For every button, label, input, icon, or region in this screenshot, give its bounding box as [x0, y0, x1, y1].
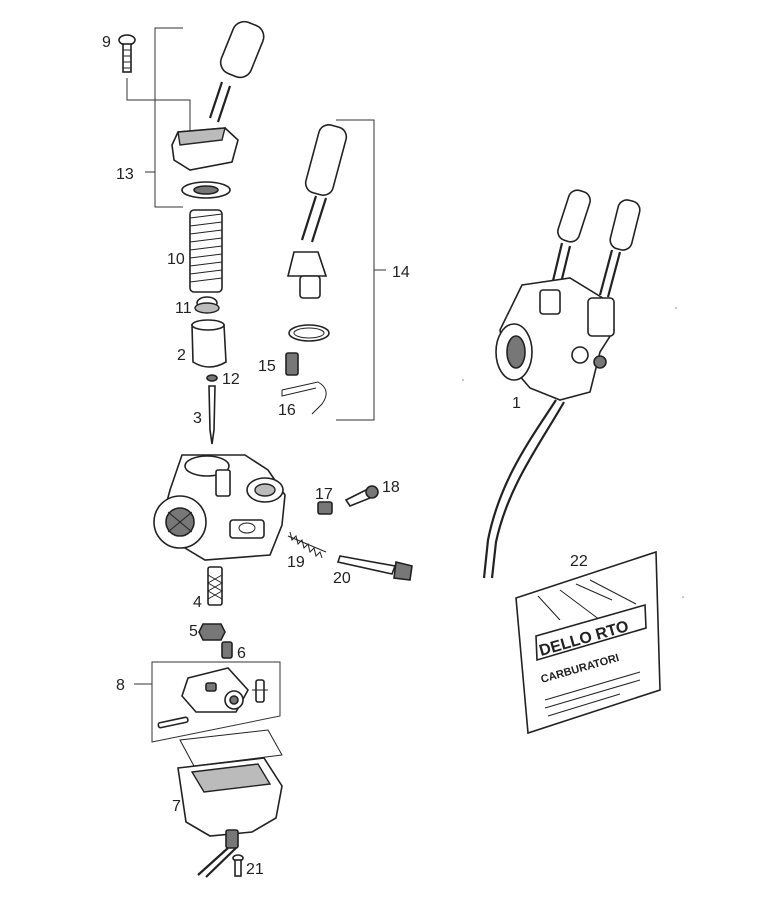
part-19-spring	[287, 531, 327, 559]
callout-13: 13	[116, 166, 134, 183]
part-15-screw	[285, 352, 299, 376]
part-10-spring	[189, 209, 223, 293]
callout-12: 12	[222, 371, 240, 388]
callout-4: 4	[193, 594, 202, 611]
callout-17: 17	[315, 486, 333, 503]
callout-6: 6	[237, 645, 246, 662]
part-22-repair-kit-bag: DELLO RTO CARBURATORI	[515, 550, 661, 735]
callout-2: 2	[177, 347, 186, 364]
part-5-nut	[198, 623, 226, 641]
part-9-screw	[118, 34, 191, 135]
part-6-valve	[221, 641, 233, 659]
part-18-screw	[344, 485, 379, 507]
part-12-clip	[206, 374, 218, 382]
part-4-jet	[207, 566, 223, 606]
bracket-14	[336, 119, 375, 421]
callout-1: 1	[512, 395, 521, 412]
part-3-needle	[208, 385, 216, 445]
part-11-clip	[194, 296, 220, 314]
carburetor-body	[153, 454, 286, 561]
part-14-choke-cable	[286, 124, 348, 342]
part-1-carburetor-assembly	[482, 189, 641, 579]
part-16-clip	[281, 381, 327, 415]
bracket-13	[154, 27, 183, 208]
callout-5: 5	[189, 623, 198, 640]
part-7-float-bowl	[177, 729, 283, 878]
callout-19: 19	[287, 554, 305, 571]
callout-16: 16	[278, 402, 296, 419]
bracket-8	[151, 661, 281, 743]
part-20-screw	[336, 555, 413, 581]
callout-3: 3	[193, 410, 202, 427]
callout-18: 18	[382, 479, 400, 496]
part-17-spring	[317, 501, 333, 515]
part-21-screw	[232, 854, 244, 877]
callout-10: 10	[167, 251, 185, 268]
callout-8: 8	[116, 677, 125, 694]
part-13-cover-cable	[171, 20, 265, 199]
callout-21: 21	[246, 861, 264, 878]
callout-14: 14	[392, 264, 410, 281]
callout-15: 15	[258, 358, 276, 375]
callout-22: 22	[570, 553, 588, 570]
callout-9: 9	[102, 34, 111, 51]
callout-20: 20	[333, 570, 351, 587]
part-8-float	[157, 667, 268, 729]
callout-7: 7	[172, 798, 181, 815]
part-2-slide	[191, 319, 227, 368]
callout-11: 11	[175, 300, 192, 317]
